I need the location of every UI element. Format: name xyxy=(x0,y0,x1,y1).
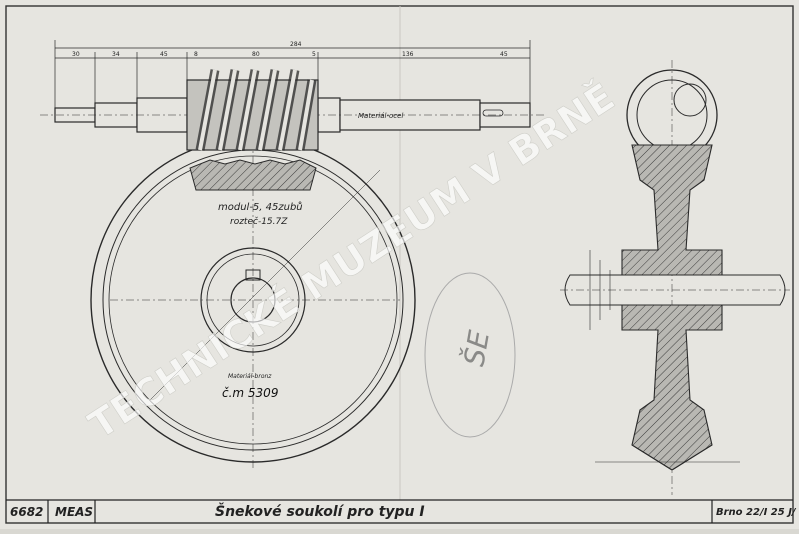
worm-thread xyxy=(186,69,319,151)
stamp-text: ŠE xyxy=(456,328,496,369)
drawing-title: Šnekové soukolí pro typu I xyxy=(215,504,425,520)
dim-45: 45 xyxy=(160,51,168,58)
dim-34: 34 xyxy=(112,51,120,58)
maker-mark: MEAS xyxy=(55,505,94,519)
dim-8: 8 xyxy=(194,51,198,58)
dim-284: 284 xyxy=(290,41,302,48)
drawing-number: 6682 xyxy=(10,505,44,519)
gear-part-number: č.m 5309 xyxy=(222,386,278,400)
gear-material: Materiál-bronz xyxy=(228,373,272,380)
worm-shaft xyxy=(40,97,545,133)
top-dimension-chain xyxy=(54,40,531,108)
gear-spec-line2: rozteč-15.7Z xyxy=(230,216,288,227)
upper-rim-section xyxy=(621,144,723,276)
ink-stamp xyxy=(424,272,516,438)
dim-30: 30 xyxy=(72,51,80,58)
gear-spec-line1: modul-5, 45zubů xyxy=(218,201,303,213)
dim-45-right: 45 xyxy=(500,51,508,58)
dim-80: 80 xyxy=(252,51,260,58)
lower-rim-section xyxy=(621,304,723,471)
dim-5: 5 xyxy=(312,51,316,58)
gear-teeth-section xyxy=(189,159,317,191)
place-date: Brno 22/I 25 J/ xyxy=(716,507,796,518)
side-dimension-lines xyxy=(589,250,740,463)
title-block xyxy=(6,499,793,523)
worm-material: Materiál-ocel xyxy=(358,112,403,120)
dim-136: 136 xyxy=(402,51,414,58)
rim-profile xyxy=(631,444,713,471)
